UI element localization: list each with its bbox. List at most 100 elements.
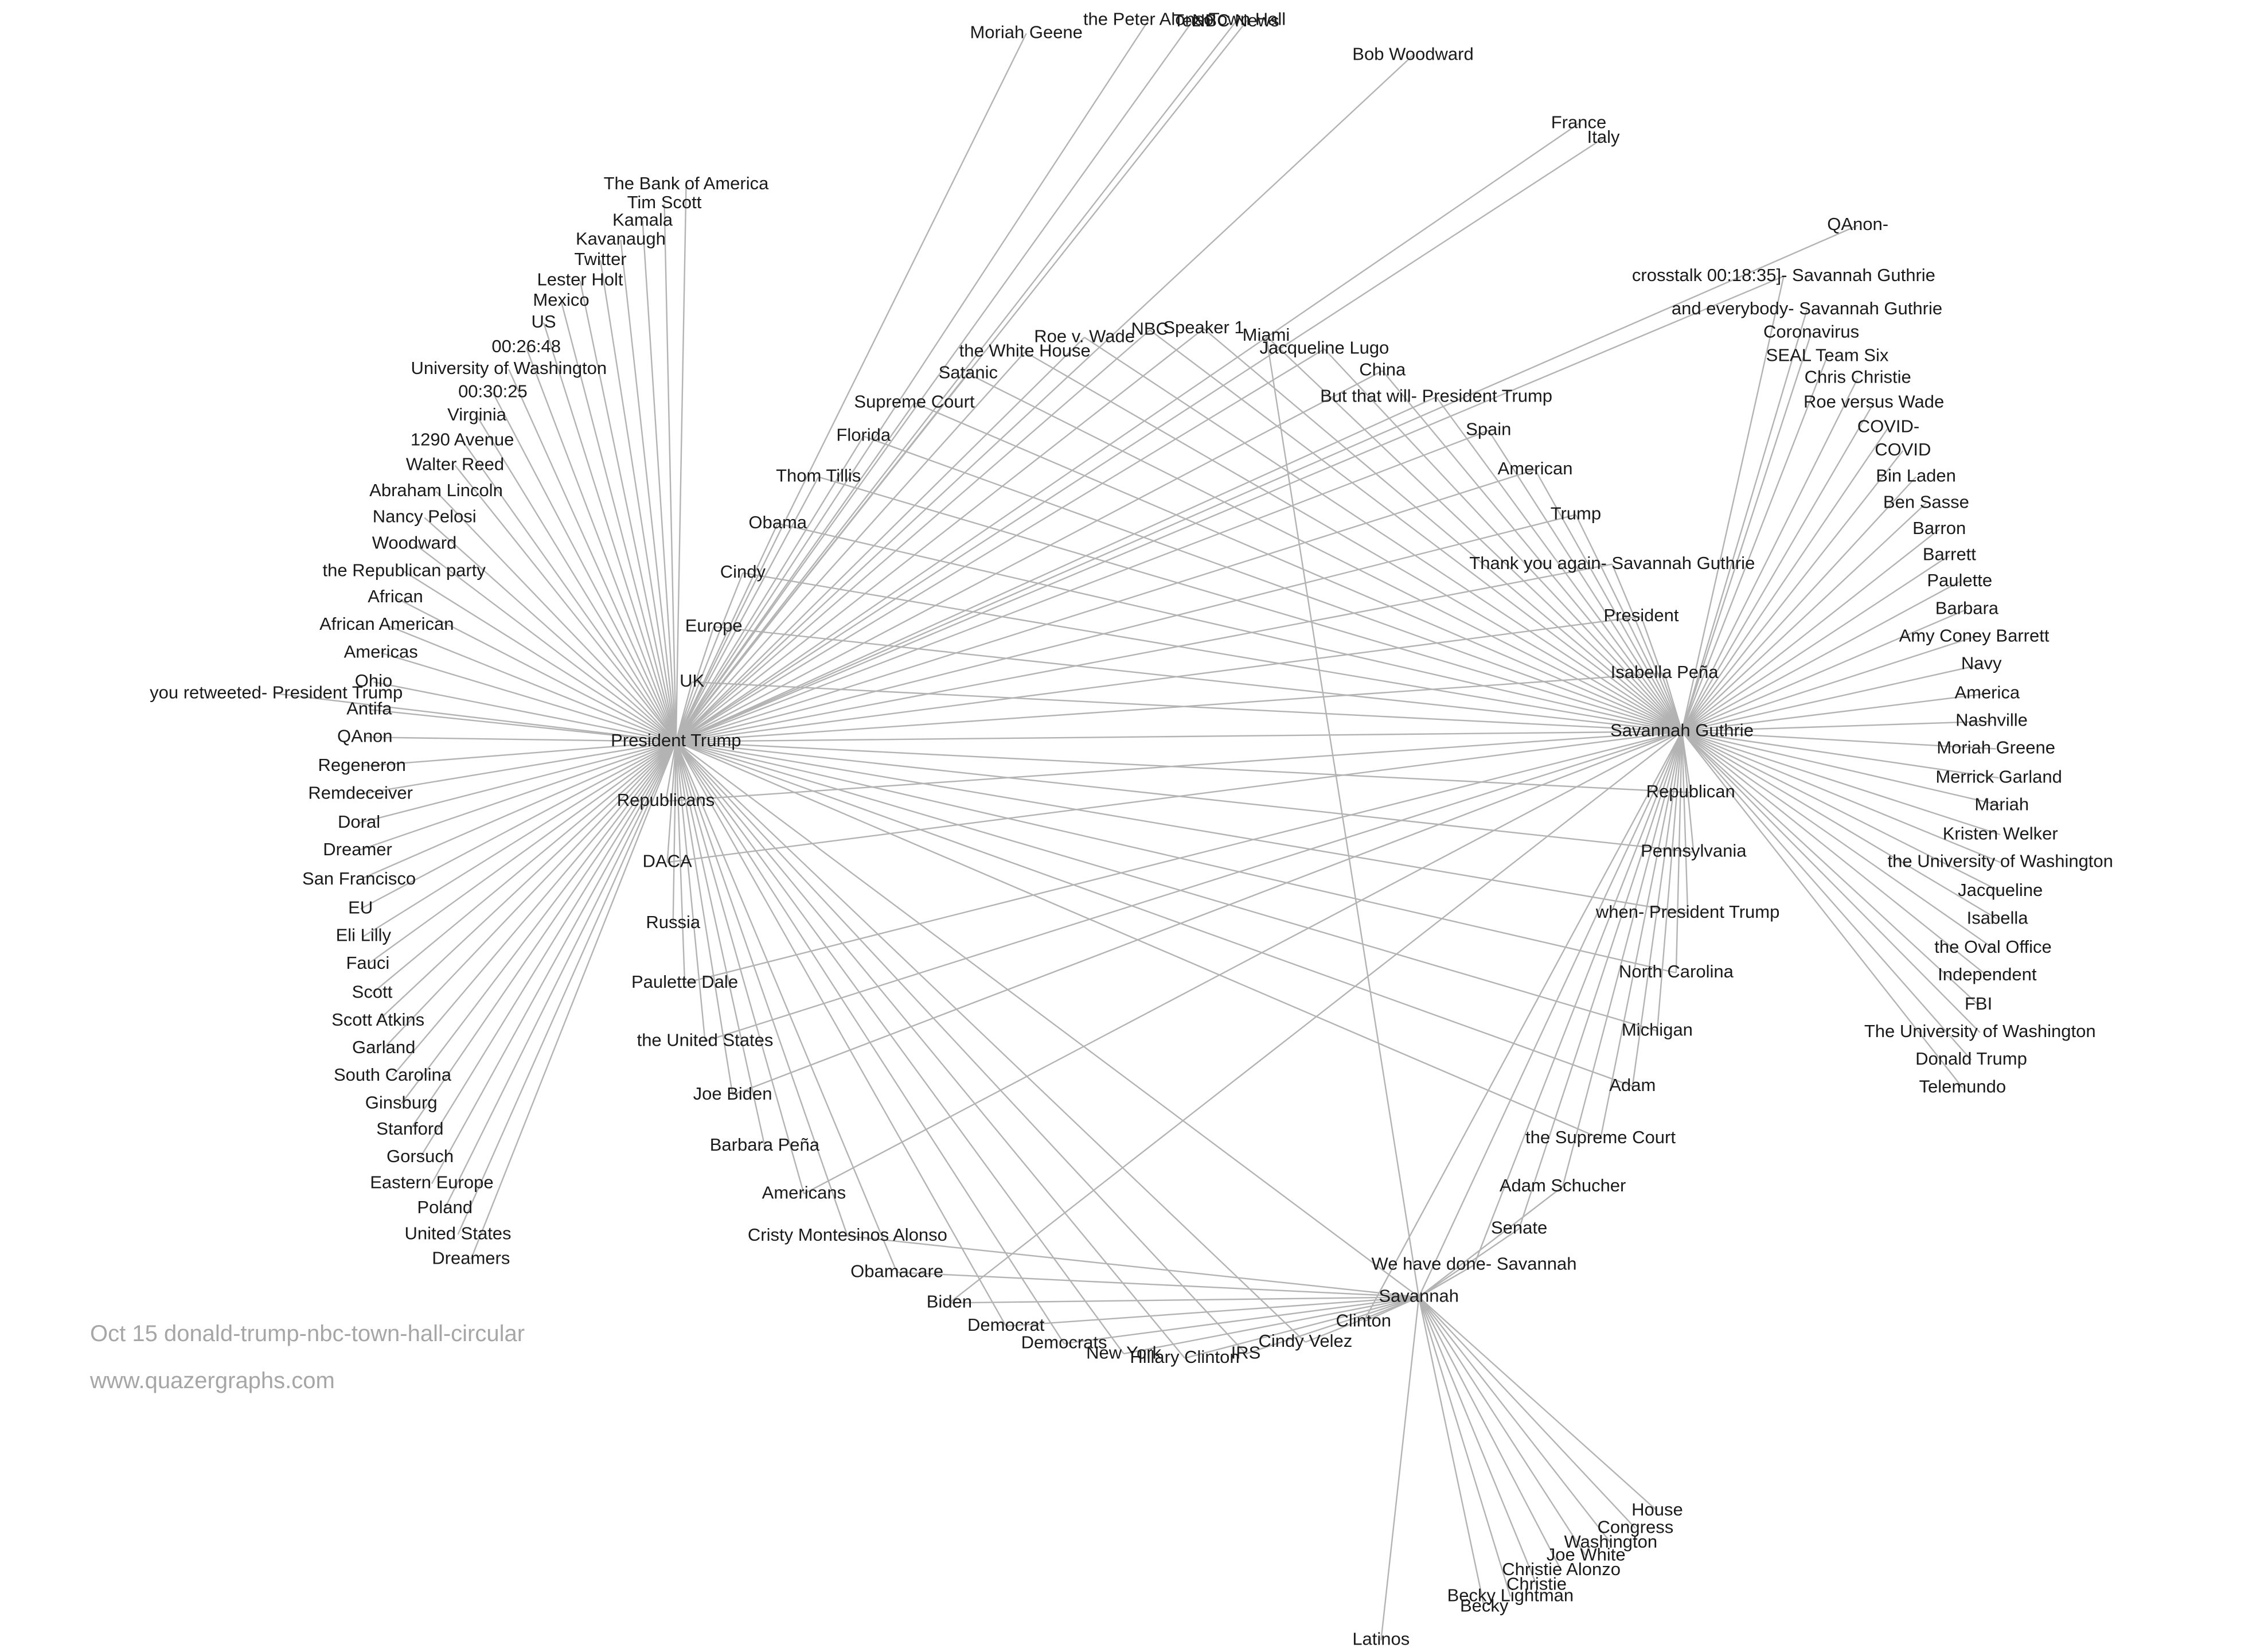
edge-trump-guthrie <box>676 730 1683 743</box>
node-67-but-that-will-president-trump-label: But that will- President Trump <box>1320 385 1552 406</box>
node-59-nbc-label: NBC <box>1131 319 1168 339</box>
node-36-south-carolina-label: South Carolina <box>334 1065 452 1085</box>
node-48-thom-tillis-label: Thom Tillis <box>776 466 861 486</box>
node-5-lester-holt-label: Lester Holt <box>537 269 623 289</box>
node-20-americas-label: Americas <box>344 641 418 661</box>
edge-node-65-france-trump <box>676 123 1579 742</box>
node-77-coronavirus-label: Coronavirus <box>1763 322 1859 342</box>
node-27-doral-label: Doral <box>338 812 380 832</box>
node-95-mariah-label: Mariah <box>1974 794 2029 815</box>
node-68-spain-label: Spain <box>1466 419 1511 439</box>
edge-node-131-irs-trump <box>675 741 1247 1354</box>
edge-node-131-irs-savannah <box>1246 1296 1419 1355</box>
node-103-the-university-of-washington-label: The University of Washington <box>1864 1021 2096 1041</box>
edge-node-48-thom-tillis-trump <box>675 476 819 742</box>
edge-node-133-clinton-guthrie <box>1363 731 1683 1322</box>
node-122-barbara-pe-a-label: Barbara Peña <box>710 1135 820 1155</box>
edge-node-135-congress-savannah <box>1418 1296 1636 1529</box>
edge-node-118-russia-trump <box>672 741 677 924</box>
edge-node-132-cindy-velez-savannah <box>1305 1296 1419 1343</box>
node-25-regeneron-label: Regeneron <box>318 755 405 775</box>
node-96-kristen-welker-label: Kristen Welker <box>1943 823 2058 843</box>
node-12-1290-avenue-label: 1290 Avenue <box>411 429 514 449</box>
node-88-barbara-label: Barbara <box>1935 598 1999 618</box>
edge-node-12-1290-avenue-trump <box>462 440 677 742</box>
edge-node-29-san-francisco-trump <box>358 741 677 880</box>
node-28-dreamer-label: Dreamer <box>323 839 392 859</box>
edge-node-47-obama-trump <box>675 523 779 742</box>
edge-node-101-independent-guthrie <box>1681 731 1988 976</box>
edge-node-138-christie-alonzo-savannah <box>1418 1296 1562 1571</box>
edge-node-67-but-that-will-president-trump-guthrie <box>1435 396 1683 732</box>
node-76-and-everybody-savannah-guthrie-label: and everybody- Savannah Guthrie <box>1672 298 1942 318</box>
edge-node-55-the-peter-alonso-trump <box>675 20 1149 742</box>
edge-node-6-mexico-trump <box>560 301 677 742</box>
edge-node-42-united-states-trump <box>457 741 677 1235</box>
edge-node-45-europe-trump <box>675 626 715 742</box>
node-50-supreme-court-label: Supreme Court <box>854 391 975 411</box>
edge-node-71-thank-you-again-savannah-guthrie-trump <box>676 563 1613 743</box>
node-60-speaker-1-label: Speaker 1 <box>1163 317 1244 337</box>
node-142-latinos-label: Latinos <box>1352 1629 1410 1649</box>
node-79-chris-christie-label: Chris Christie <box>1805 367 1911 387</box>
node-99-isabella-label: Isabella <box>1967 907 2029 928</box>
edge-node-82-covid-guthrie <box>1681 450 1904 732</box>
edge-node-122-barbara-pe-a-trump <box>675 741 766 1146</box>
edge-node-100-the-oval-office-guthrie <box>1681 731 1994 949</box>
node-141-becky-label: Becky <box>1460 1595 1509 1615</box>
edge-node-8-00-26-48-trump <box>525 347 677 742</box>
node-70-trump-label: Trump <box>1551 504 1601 524</box>
edge-node-61-miami-guthrie <box>1266 335 1683 732</box>
edge-node-86-barrett-guthrie <box>1681 555 1950 733</box>
node-41-poland-label: Poland <box>417 1197 473 1217</box>
edge-node-9-university-of-washington-trump <box>508 369 677 742</box>
edge-node-25-regeneron-trump <box>362 741 676 767</box>
node-23-antifa-label: Antifa <box>346 698 392 718</box>
edge-node-79-chris-christie-guthrie <box>1681 377 1859 732</box>
hub-guthrie-label: Savannah Guthrie <box>1610 720 1754 740</box>
edge-node-123-americans-guthrie <box>803 731 1683 1195</box>
edge-node-136-washington-savannah <box>1418 1296 1611 1544</box>
edge-node-134-house-savannah <box>1418 1296 1658 1511</box>
edge-node-37-ginsburg-trump <box>400 741 677 1104</box>
edge-node-84-ben-sasse-guthrie <box>1681 502 1927 732</box>
node-0-the-bank-of-america-label: The Bank of America <box>604 173 770 193</box>
edge-node-102-fbi-guthrie <box>1681 731 1979 1006</box>
node-22-you-retweeted-president-trump-label: you retweeted- President Trump <box>150 682 403 702</box>
edge-node-103-the-university-of-washington-guthrie <box>1681 731 1981 1033</box>
edge-node-35-garland-trump <box>383 741 677 1049</box>
edge-node-111-adam-guthrie <box>1631 731 1683 1086</box>
edge-node-68-spain-guthrie <box>1488 430 1683 732</box>
node-111-adam-label: Adam <box>1609 1075 1656 1095</box>
edge-node-60-speaker-1-guthrie <box>1203 328 1683 733</box>
edge-node-47-obama-guthrie <box>777 523 1683 733</box>
edge-node-114-senate-savannah <box>1418 1228 1520 1298</box>
edge-node-58-town-hall-trump <box>675 20 1248 742</box>
node-32-fauci-label: Fauci <box>346 953 389 973</box>
edge-node-19-african-american-trump <box>386 624 677 743</box>
node-38-stanford-label: Stanford <box>376 1119 443 1139</box>
edge-node-14-abraham-lincoln-trump <box>435 490 677 742</box>
node-86-barrett-label: Barrett <box>1923 544 1976 564</box>
node-43-dreamers-label: Dreamers <box>432 1248 510 1268</box>
node-97-the-university-of-washington-label: the University of Washington <box>1887 851 2113 871</box>
edge-node-70-trump-guthrie <box>1575 514 1683 732</box>
edge-node-120-the-united-states-trump <box>675 741 706 1042</box>
node-135-congress-label: Congress <box>1598 1517 1674 1537</box>
edge-node-51-satanic-guthrie <box>967 373 1683 733</box>
node-92-nashville-label: Nashville <box>1955 710 2028 730</box>
node-110-michigan-label: Michigan <box>1622 1019 1693 1039</box>
edge-node-22-you-retweeted-president-trump-trump <box>276 693 676 743</box>
edge-node-69-american-trump <box>676 469 1536 743</box>
edge-node-70-trump-trump <box>676 514 1576 743</box>
edge-node-48-thom-tillis-guthrie <box>818 476 1683 733</box>
edge-layer <box>276 20 2002 1641</box>
node-129-new-york-label: New York <box>1086 1342 1161 1362</box>
edge-node-130-hillary-clinton-trump <box>675 741 1185 1359</box>
edge-node-63-china-trump <box>676 370 1383 742</box>
edge-node-64-bob-woodward-trump <box>675 54 1414 742</box>
edge-node-39-gorsuch-trump <box>419 741 677 1158</box>
edge-node-130-hillary-clinton-savannah <box>1184 1296 1419 1359</box>
edge-node-110-michigan-trump <box>676 741 1658 1032</box>
node-9-university-of-washington-label: University of Washington <box>411 358 607 378</box>
